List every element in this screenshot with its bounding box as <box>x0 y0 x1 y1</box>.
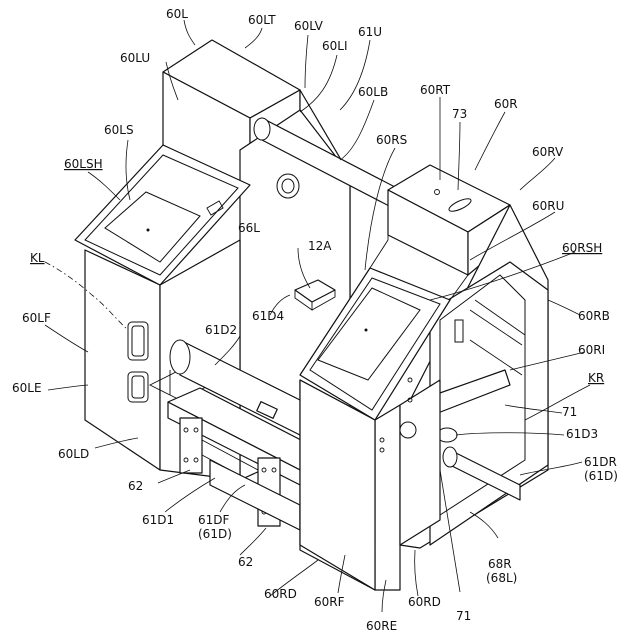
label-62a: 62 <box>128 479 143 493</box>
label-60RD-a: 60RD <box>264 587 297 601</box>
label-62b: 62 <box>238 555 253 569</box>
label-60RV: 60RV <box>532 145 564 159</box>
label-61DR: 61DR <box>584 455 617 469</box>
label-60RS: 60RS <box>376 133 407 147</box>
label-60RB: 60RB <box>578 309 610 323</box>
label-61D4: 61D4 <box>252 309 284 323</box>
label-60RI: 60RI <box>578 343 605 357</box>
label-66L: 66L <box>238 221 260 235</box>
label-61DR-sub: (61D) <box>584 469 618 483</box>
label-61DF: 61DF <box>198 513 230 527</box>
label-60LF: 60LF <box>22 311 51 325</box>
label-60LE: 60LE <box>12 381 42 395</box>
label-60LS: 60LS <box>104 123 134 137</box>
label-61D3: 61D3 <box>566 427 598 441</box>
label-68R-sub: (68L) <box>486 571 517 585</box>
label-60LI: 60LI <box>322 39 348 53</box>
label-60LU: 60LU <box>120 51 150 65</box>
label-71b: 71 <box>456 609 471 623</box>
label-61DF-sub: (61D) <box>198 527 232 541</box>
label-60LV: 60LV <box>294 19 324 33</box>
label-60LT: 60LT <box>248 13 276 27</box>
label-60RU: 60RU <box>532 199 564 213</box>
label-60LD: 60LD <box>58 447 89 461</box>
label-KR: KR <box>588 371 604 385</box>
label-60L: 60L <box>166 7 188 21</box>
label-71a: 71 <box>562 405 577 419</box>
label-60R: 60R <box>494 97 518 111</box>
label-12A: 12A <box>308 239 332 253</box>
label-68R: 68R <box>488 557 512 571</box>
label-73: 73 <box>452 107 467 121</box>
label-60LSH: 60LSH <box>64 157 103 171</box>
label-61D2: 61D2 <box>205 323 237 337</box>
label-61D1: 61D1 <box>142 513 174 527</box>
label-61U: 61U <box>358 25 382 39</box>
label-60RF: 60RF <box>314 595 345 609</box>
label-KL: KL <box>30 251 45 265</box>
label-60RSH: 60RSH <box>562 241 602 255</box>
label-60RT: 60RT <box>420 83 451 97</box>
label-60RE: 60RE <box>366 619 397 633</box>
label-60RD-b: 60RD <box>408 595 441 609</box>
label-60LB: 60LB <box>358 85 388 99</box>
